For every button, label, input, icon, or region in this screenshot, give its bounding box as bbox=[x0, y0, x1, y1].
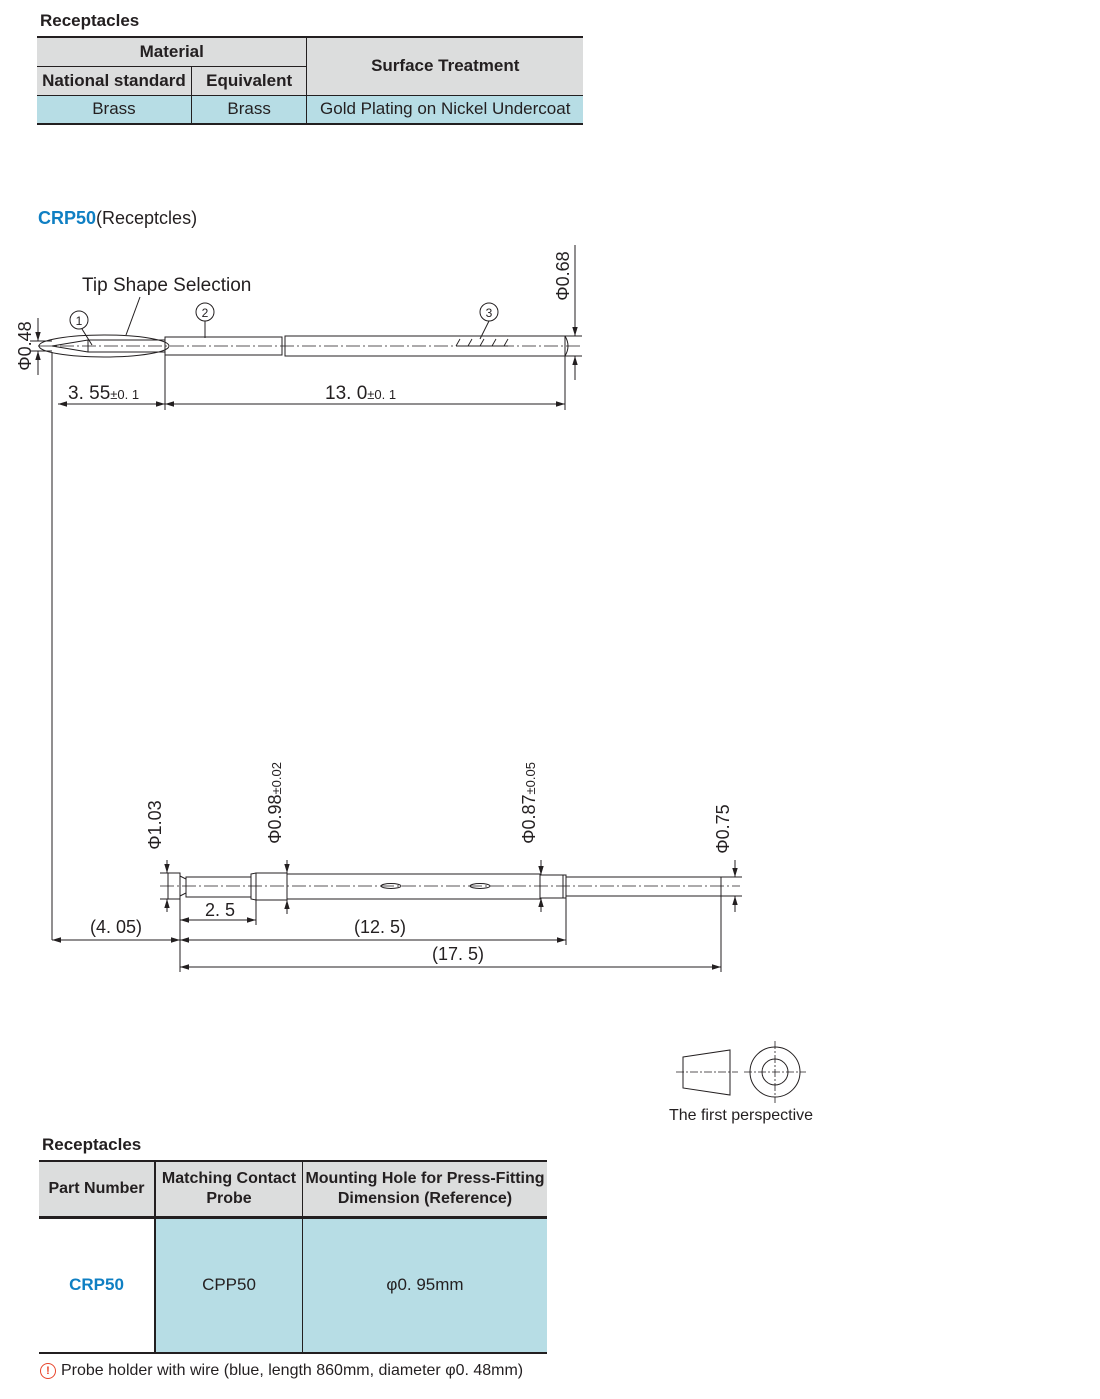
receptacle-top-view bbox=[38, 334, 580, 358]
dim-press-length-label: 2. 5 bbox=[205, 900, 235, 920]
mounting-hole-header-line2: Dimension (Reference) bbox=[337, 1189, 513, 1207]
holder-bottom-view bbox=[160, 872, 740, 901]
dim-offset-label: (4. 05) bbox=[90, 917, 142, 937]
projection-label: The first perspective bbox=[669, 1107, 813, 1124]
dim-dia-tip bbox=[30, 318, 52, 375]
dim-dia-press-value: Φ0.98 bbox=[265, 795, 285, 844]
footnote: ! Probe holder with wire (blue, length 8… bbox=[40, 1362, 523, 1380]
technical-drawing: Tip Shape Selection 1 2 3 Φ0.48 Φ0.68 3.… bbox=[15, 245, 813, 1124]
first-angle-projection-symbol bbox=[676, 1041, 806, 1103]
part-number-cell: CRP50 bbox=[39, 1216, 156, 1353]
dim-dia-head-label: Φ1.03 bbox=[145, 800, 165, 849]
footnote-text: Probe holder with wire (blue, length 860… bbox=[61, 1362, 524, 1379]
dim-dia-mid-tol: ±0.05 bbox=[523, 762, 538, 794]
matching-probe-header: Matching Contact Probe bbox=[154, 1161, 303, 1219]
dim-tip-length-tol: ±0. 1 bbox=[110, 387, 139, 402]
national-standard-cell: Brass bbox=[37, 94, 192, 124]
matching-probe-cell: CPP50 bbox=[154, 1216, 303, 1353]
dim-body-length-label: (12. 5) bbox=[354, 917, 406, 937]
part-number-value: CRP50 bbox=[69, 1275, 124, 1295]
dim-dia-body-label: Φ0.68 bbox=[553, 251, 573, 300]
dim-body-length: 13. 0±0. 1 bbox=[325, 383, 396, 404]
dim-dia-body bbox=[565, 245, 582, 380]
part-number-table: Part Number Matching Contact Probe Mount… bbox=[39, 1160, 547, 1354]
dim-dia-tip-label: Φ0.48 bbox=[15, 321, 35, 370]
dim-dia-press-tol: ±0.02 bbox=[269, 762, 284, 794]
dim-dia-end-label: Φ0.75 bbox=[713, 804, 733, 853]
mounting-hole-header: Mounting Hole for Press-Fitting Dimensio… bbox=[302, 1161, 547, 1219]
materials-section-title: Receptacles bbox=[40, 11, 140, 30]
dim-bottom-lengths bbox=[52, 896, 722, 972]
dim-dia-mid-value: Φ0.87 bbox=[519, 795, 539, 844]
drawing-caption: CRP50(Receptcles) bbox=[38, 208, 197, 229]
dim-dia-mid-label: Φ0.87±0.05 bbox=[519, 762, 539, 844]
dim-bottom-diameters bbox=[160, 860, 742, 914]
part-code: CRP50 bbox=[38, 208, 97, 228]
part-caption: (Receptcles) bbox=[96, 208, 198, 228]
matching-probe-header-line2: Probe bbox=[206, 1189, 252, 1207]
part-number-header: Part Number bbox=[39, 1161, 156, 1219]
materials-table: Material Surface Treatment National stan… bbox=[37, 36, 583, 125]
dim-top-lengths bbox=[51, 352, 566, 940]
dim-tip-length: 3. 55±0. 1 bbox=[68, 383, 139, 404]
material-header: Material bbox=[37, 37, 308, 67]
dim-dia-press-label: Φ0.98±0.02 bbox=[265, 762, 285, 844]
caution-icon: ! bbox=[40, 1363, 56, 1379]
part-table-section-title: Receptacles bbox=[42, 1135, 142, 1154]
surface-treatment-cell: Gold Plating on Nickel Undercoat bbox=[306, 94, 583, 124]
dim-body-length-tol: ±0. 1 bbox=[367, 387, 396, 402]
callout-2-label: 2 bbox=[202, 306, 209, 320]
callout-1-label: 1 bbox=[76, 314, 83, 328]
matching-probe-header-line1: Matching Contact bbox=[161, 1169, 297, 1187]
tip-shape-label: Tip Shape Selection bbox=[82, 275, 251, 296]
callout-markers bbox=[69, 296, 499, 346]
dim-body-length-value: 13. 0 bbox=[325, 383, 367, 404]
mounting-hole-cell: φ0. 95mm bbox=[302, 1216, 547, 1353]
equivalent-cell: Brass bbox=[190, 94, 308, 124]
dim-tip-length-value: 3. 55 bbox=[68, 383, 110, 404]
mounting-hole-header-line1: Mounting Hole for Press-Fitting bbox=[305, 1169, 545, 1187]
equivalent-header: Equivalent bbox=[190, 65, 307, 96]
dim-total-length-label: (17. 5) bbox=[432, 944, 484, 964]
callout-3-label: 3 bbox=[486, 306, 493, 320]
